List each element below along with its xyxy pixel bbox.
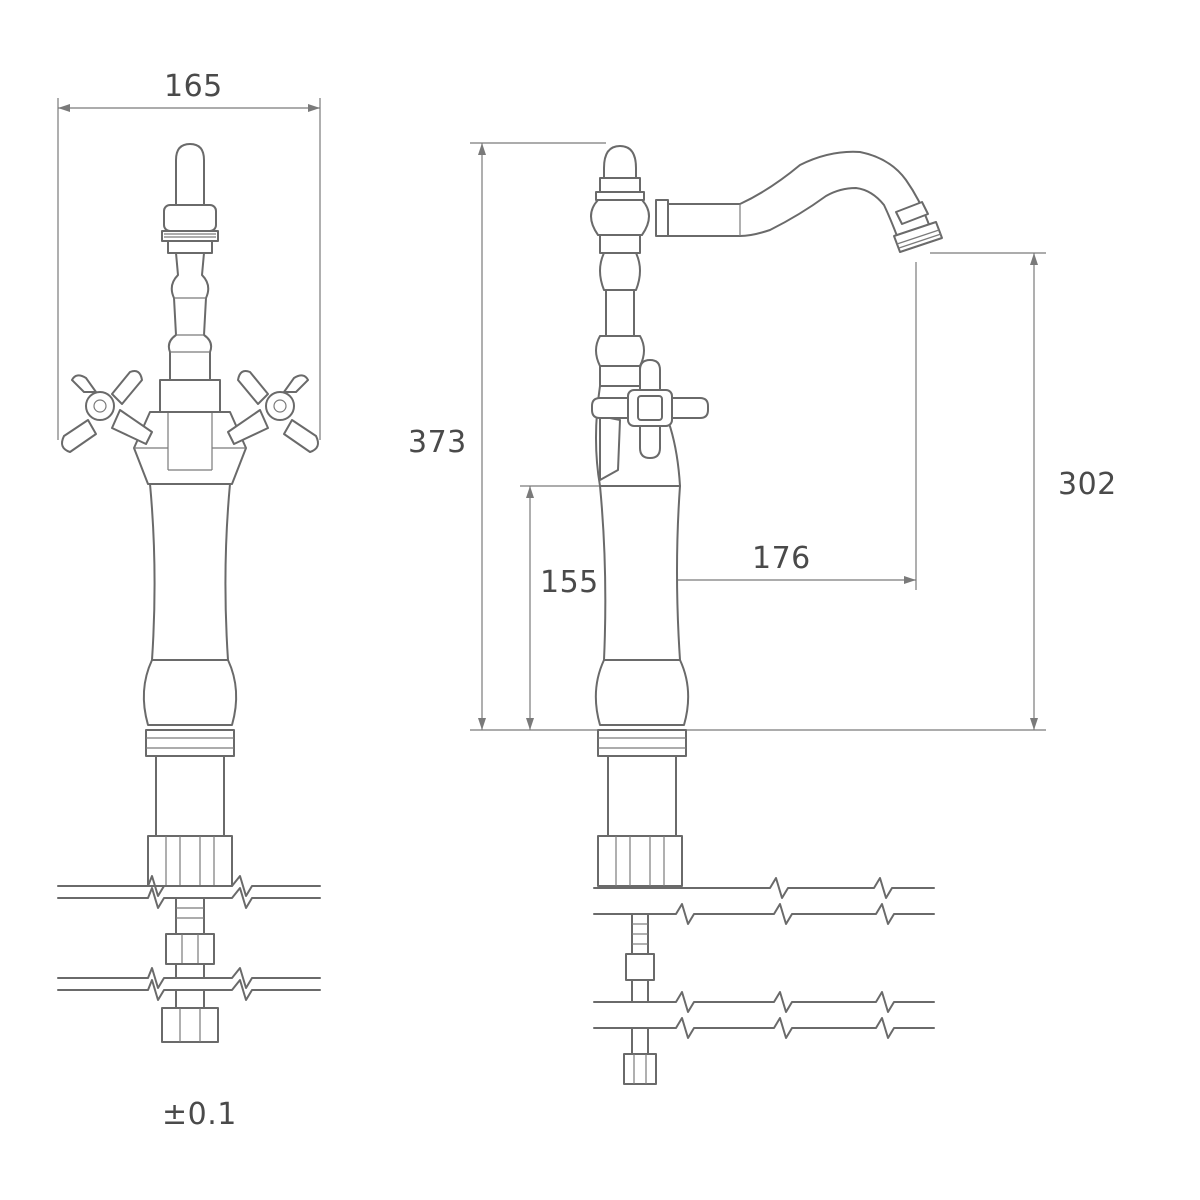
front-body-column [142,483,238,837]
side-cross-handle [591,359,709,459]
front-valve-body [133,379,247,485]
front-threaded-rod [161,897,219,1043]
height-155-label: 155 [540,565,599,600]
side-height-155-dimension-line [520,485,600,730]
front-neck [167,252,213,381]
height-373-label: 373 [408,425,467,460]
side-view [470,142,1046,1085]
side-mounting-nut [597,835,683,887]
tolerance-label: ±0.1 [162,1097,237,1132]
front-view [57,98,321,1043]
reach-176-label: 176 [752,541,811,576]
side-top-column [590,145,650,387]
front-left-handle [61,370,153,453]
front-mounting-nut [147,835,233,887]
side-body-column [594,485,690,837]
side-spout [655,150,943,253]
side-counter-lines [593,877,935,1039]
width-165-label: 165 [164,69,223,104]
front-spout [161,143,219,254]
height-302-label: 302 [1058,467,1117,502]
side-height-373-dimension-line [470,142,606,730]
front-right-handle [227,370,319,453]
front-width-dimension-line [57,98,321,440]
side-height-302-dimension-line [930,252,1046,730]
side-threaded-rod [623,913,657,1085]
